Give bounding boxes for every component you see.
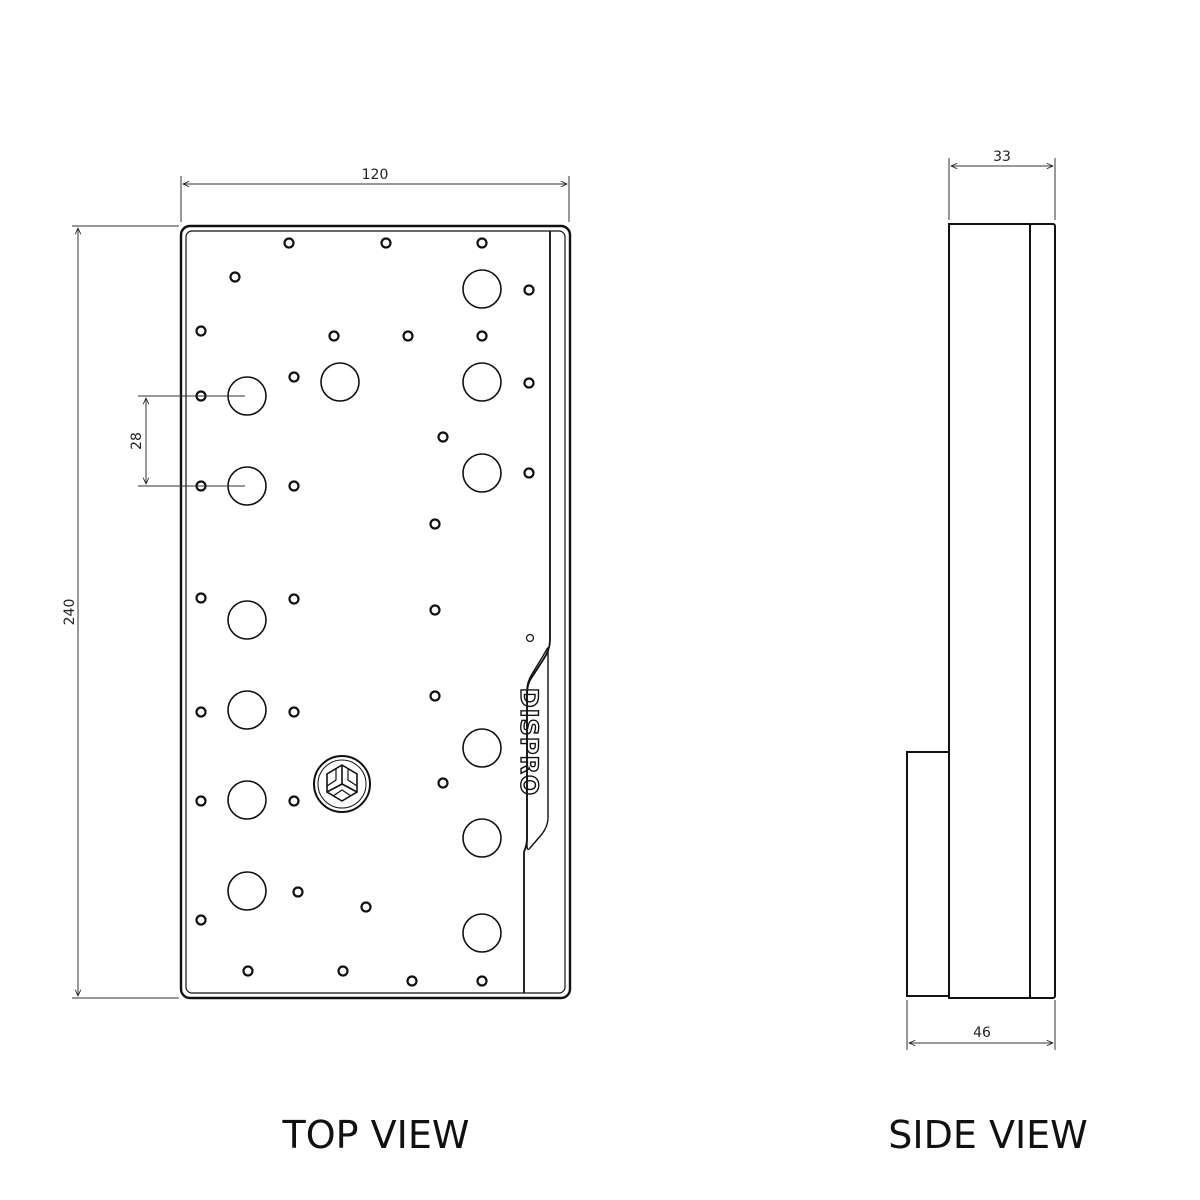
large-hole bbox=[320, 362, 360, 402]
large-hole bbox=[462, 269, 502, 309]
screw-holes bbox=[195, 237, 535, 987]
screw-hole bbox=[195, 592, 207, 604]
screw-hole bbox=[476, 975, 488, 987]
large-hole bbox=[227, 871, 267, 911]
large-hole bbox=[462, 913, 502, 953]
screw-hole bbox=[195, 706, 207, 718]
screw-hole bbox=[523, 284, 535, 296]
side-view-title: SIDE VIEW bbox=[888, 1113, 1087, 1157]
screw-hole bbox=[360, 901, 372, 913]
logo-badge-outline bbox=[526, 647, 549, 851]
emblem-icon bbox=[313, 755, 371, 813]
indicator-hole bbox=[525, 633, 535, 643]
top-view-title: TOP VIEW bbox=[282, 1113, 470, 1157]
screw-hole bbox=[380, 237, 392, 249]
dimension-width: 120 bbox=[180, 167, 570, 222]
side-rail-edge bbox=[523, 231, 551, 993]
screw-hole bbox=[429, 690, 441, 702]
screw-hole bbox=[402, 330, 414, 342]
screw-hole bbox=[523, 467, 535, 479]
brand-logo-text: DISPRO bbox=[515, 688, 543, 797]
large-hole bbox=[227, 690, 267, 730]
side-cover-plate bbox=[1029, 223, 1056, 999]
plate-outer-outline bbox=[179, 224, 572, 1000]
screw-hole bbox=[476, 237, 488, 249]
dimension-side-bottom: 46 bbox=[906, 1000, 1056, 1050]
screw-hole bbox=[523, 377, 535, 389]
dimension-side-top: 33 bbox=[948, 149, 1056, 220]
top-view: DISPRO bbox=[62, 167, 572, 1157]
screw-hole bbox=[429, 518, 441, 530]
screw-hole bbox=[328, 330, 340, 342]
side-view: 33 46 SIDE VIEW bbox=[888, 149, 1087, 1157]
screw-hole bbox=[437, 777, 449, 789]
side-terminal-block bbox=[906, 751, 950, 997]
large-hole bbox=[227, 600, 267, 640]
screw-hole bbox=[429, 604, 441, 616]
dimension-height: 240 bbox=[62, 225, 179, 999]
dimension-pitch: 28 bbox=[129, 395, 245, 487]
screw-hole bbox=[242, 965, 254, 977]
screw-hole bbox=[288, 371, 300, 383]
large-holes bbox=[227, 269, 502, 953]
screw-hole bbox=[292, 886, 304, 898]
dimension-height-label: 240 bbox=[62, 599, 78, 626]
screw-hole bbox=[195, 325, 207, 337]
large-hole bbox=[462, 362, 502, 402]
screw-hole bbox=[288, 480, 300, 492]
screw-hole bbox=[195, 914, 207, 926]
side-main-body bbox=[948, 223, 1031, 999]
dimension-side-bottom-label: 46 bbox=[973, 1025, 991, 1041]
large-hole bbox=[227, 780, 267, 820]
large-hole bbox=[462, 818, 502, 858]
screw-hole bbox=[283, 237, 295, 249]
screw-hole bbox=[288, 706, 300, 718]
screw-hole bbox=[476, 330, 488, 342]
screw-hole bbox=[337, 965, 349, 977]
large-hole bbox=[462, 728, 502, 768]
dimension-pitch-label: 28 bbox=[129, 432, 145, 450]
screw-hole bbox=[288, 795, 300, 807]
dimension-side-top-label: 33 bbox=[993, 149, 1011, 165]
large-hole bbox=[462, 453, 502, 493]
screw-hole bbox=[437, 431, 449, 443]
screw-hole bbox=[229, 271, 241, 283]
screw-hole bbox=[195, 795, 207, 807]
dimension-width-label: 120 bbox=[362, 167, 389, 183]
plate-inner-outline bbox=[185, 230, 566, 994]
screw-hole bbox=[406, 975, 418, 987]
screw-hole bbox=[288, 593, 300, 605]
